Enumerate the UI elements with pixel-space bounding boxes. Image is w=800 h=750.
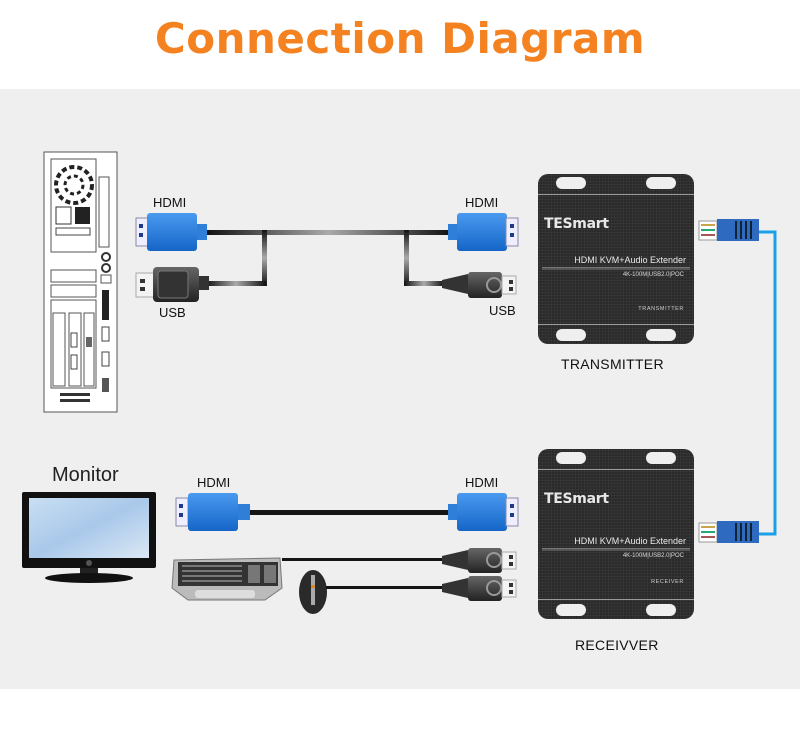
monitor-label: Monitor <box>52 464 119 486</box>
display-cable <box>250 510 450 515</box>
hdmi-label: HDMI <box>465 195 499 210</box>
transmitter-device: TESmart HDMI KVM+Audio Extender 4K-100M|… <box>538 174 694 344</box>
rj45-plug-icon <box>698 219 759 241</box>
monitor-icon <box>22 492 156 583</box>
hdmi-plug-icon <box>135 213 207 251</box>
usb-plug-icon <box>442 548 517 573</box>
mouse-icon <box>299 570 327 614</box>
hdmi-label: HDMI <box>153 195 187 210</box>
diagram-title: Connection Diagram <box>154 14 646 63</box>
receiver-caption: RECEIVVER <box>575 637 659 653</box>
hdmi-plug-icon <box>175 493 250 531</box>
brand-logo: TESmart <box>544 491 609 507</box>
source-cable <box>206 230 451 286</box>
product-name: HDMI KVM+Audio Extender <box>574 255 686 265</box>
product-spec: 4K-100M|USB2.0|POC <box>622 553 684 559</box>
role-print: TRANSMITTER <box>638 306 684 312</box>
transmitter-caption: TRANSMITTER <box>561 356 664 372</box>
product-spec: 4K-100M|USB2.0|POC <box>622 272 684 278</box>
product-name: HDMI KVM+Audio Extender <box>574 536 686 546</box>
hdmi-label: HDMI <box>197 475 231 490</box>
hdmi-plug-icon <box>448 213 519 251</box>
pc-tower-icon <box>43 151 118 413</box>
peripheral-cable <box>282 558 447 589</box>
usb-plug-icon <box>442 576 517 601</box>
role-print: RECEIVER <box>651 579 684 585</box>
usb-label: USB <box>489 303 516 318</box>
network-cable <box>758 230 777 536</box>
brand-logo: TESmart <box>544 216 609 232</box>
rj45-plug-icon <box>698 521 759 543</box>
hdmi-plug-icon <box>448 493 519 531</box>
usb-plug-icon <box>442 272 517 298</box>
usb-label: USB <box>159 305 186 320</box>
usb-plug-icon <box>135 267 209 302</box>
receiver-device: TESmart HDMI KVM+Audio Extender 4K-100M|… <box>538 449 694 619</box>
hdmi-label: HDMI <box>465 475 499 490</box>
keyboard-icon <box>171 557 283 601</box>
